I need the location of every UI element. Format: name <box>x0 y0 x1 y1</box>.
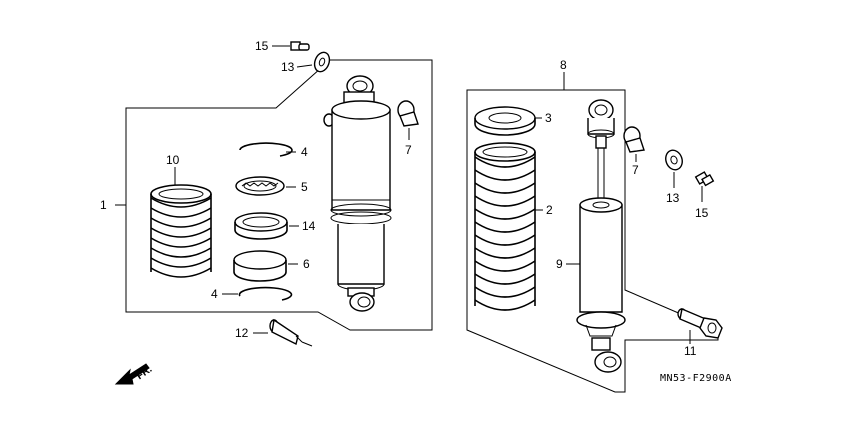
callout-7-left: 7 <box>405 143 412 157</box>
snap-ring-4-upper <box>239 142 296 157</box>
pin-12 <box>253 318 313 347</box>
callout-13-right: 13 <box>666 191 680 205</box>
snap-ring-4-lower <box>222 286 293 301</box>
callout-14: 14 <box>302 219 316 233</box>
bolt-11 <box>677 308 723 344</box>
bearing-ring-5 <box>235 176 296 196</box>
front-direction-arrow: FR. <box>114 363 155 385</box>
shock-absorber-left <box>323 75 392 312</box>
ring-14 <box>234 212 299 240</box>
spring-2 <box>474 142 543 311</box>
callout-3: 3 <box>545 111 552 125</box>
callout-15-right: 15 <box>695 206 709 220</box>
front-direction-label: FR. <box>135 364 155 382</box>
spring-seat-3 <box>474 106 542 136</box>
washer-13-left <box>296 51 331 73</box>
callout-8: 8 <box>560 58 567 72</box>
diagram-code: MN53-F2900A <box>660 373 732 384</box>
assembly-1-boundary <box>125 59 433 331</box>
bushing-7-right <box>623 126 645 162</box>
shock-absorber-9 <box>566 99 626 373</box>
callout-6: 6 <box>303 257 310 271</box>
assembly-8-boundary <box>466 89 719 393</box>
callout-7-right: 7 <box>632 163 639 177</box>
callout-9: 9 <box>556 257 563 271</box>
washer-13-right <box>665 149 683 188</box>
callout-2: 2 <box>546 203 553 217</box>
bolt-15-left <box>272 41 310 51</box>
callout-15-left: 15 <box>255 39 269 53</box>
callout-13-left: 13 <box>281 60 295 74</box>
callout-10: 10 <box>166 153 180 167</box>
collar-6 <box>233 250 298 282</box>
bushing-7-left <box>397 100 419 140</box>
callout-5: 5 <box>301 180 308 194</box>
spring-10 <box>150 167 212 278</box>
callout-1: 1 <box>100 198 107 212</box>
callout-11: 11 <box>684 344 697 358</box>
callout-4-upper: 4 <box>301 145 308 159</box>
callout-12: 12 <box>235 326 249 340</box>
bolt-15-right <box>694 171 715 202</box>
callout-4-lower: 4 <box>211 287 218 301</box>
